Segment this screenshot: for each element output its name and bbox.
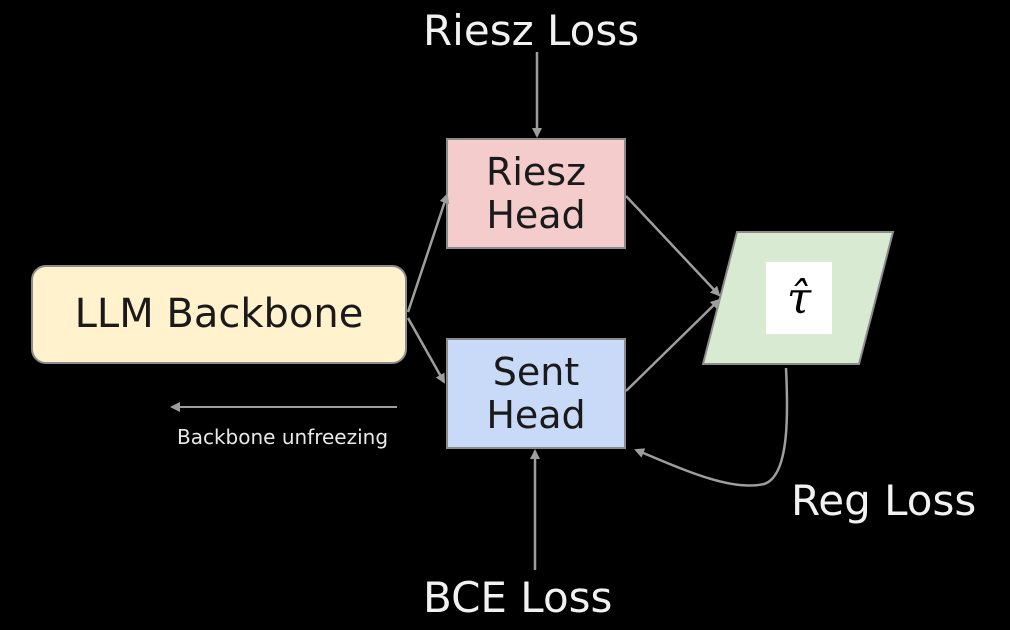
sent-head-label: Sent Head (486, 349, 586, 437)
bce-loss-label: BCE Loss (423, 573, 613, 622)
sent-head-node (446, 338, 626, 449)
llm-backbone-label: LLM Backbone (74, 291, 364, 338)
riesz-head-node (446, 138, 626, 249)
backbone-to-riesz-arrow (406, 193, 450, 313)
backbone-unfreezing-label: Backbone unfreezing (177, 425, 389, 449)
riesz-loss-label: Riesz Loss (423, 6, 640, 55)
riesz-to-tau-arrow (625, 195, 721, 297)
riesz-head-label: Riesz Head (485, 149, 587, 237)
tau-hat-label: τ̂ (766, 262, 832, 334)
reg-loss-arrow (634, 367, 789, 487)
backbone-to-sent-arrow (406, 317, 446, 384)
llm-backbone-node (31, 265, 407, 364)
reg-loss-label: Reg Loss (791, 476, 977, 525)
sent-to-tau-arrow (625, 298, 721, 392)
